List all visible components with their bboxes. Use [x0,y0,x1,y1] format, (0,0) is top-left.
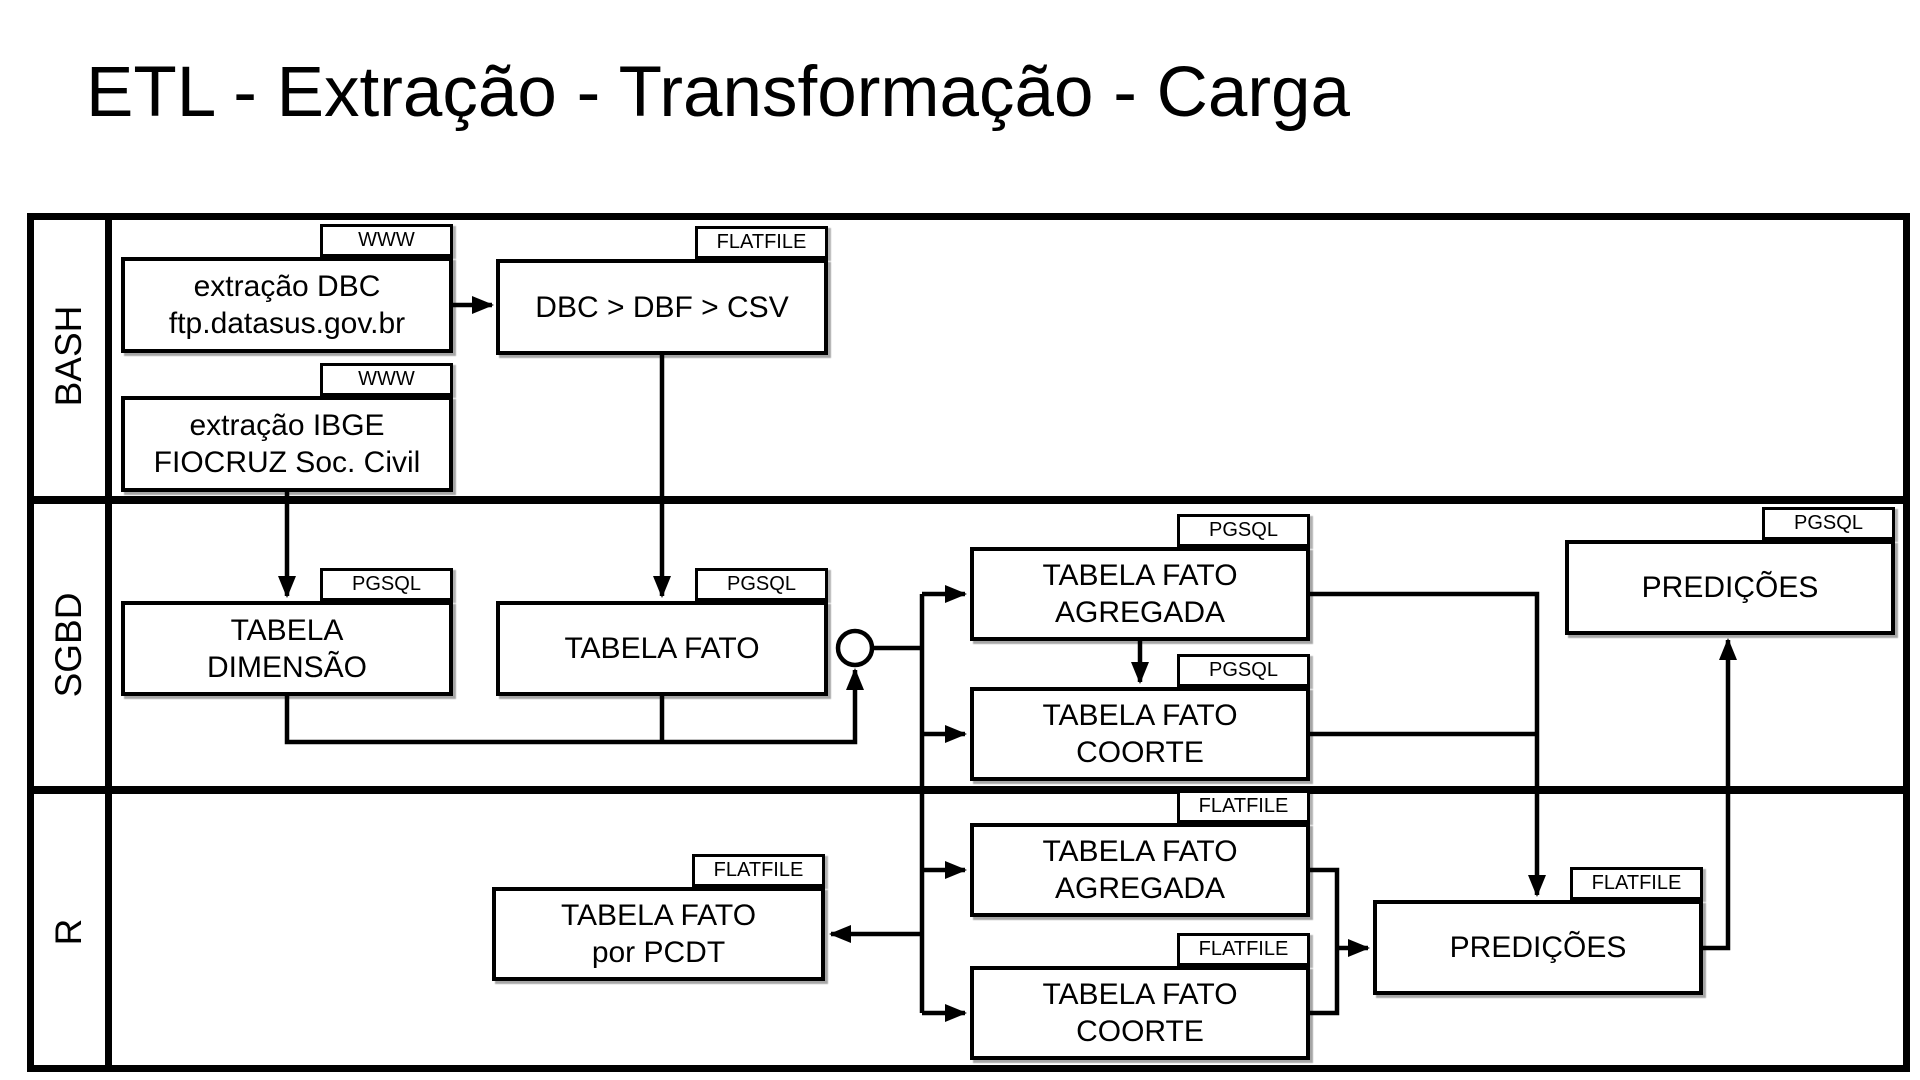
storage-tab-pgsql: PGSQL [695,568,828,601]
storage-tab-pgsql: PGSQL [1177,514,1310,547]
node-tabela-fato-coorte-sgbd: TABELA FATO COORTE [970,687,1310,781]
node-extracao-dbc: extração DBC ftp.datasus.gov.br [121,257,453,353]
storage-tab-flatfile: FLATFILE [1177,933,1310,966]
storage-tab-www: WWW [320,224,453,257]
node-text: TABELA FATO [564,632,760,665]
lane-boundary-bash-sgbd [27,496,1910,504]
node-text: extração IBGE [189,409,385,442]
node-tabela-fato: TABELA FATO [496,601,828,696]
node-text: COORTE [1076,736,1204,769]
node-extracao-ibge: extração IBGE FIOCRUZ Soc. Civil [121,396,453,492]
node-tabela-fato-agregada-r: TABELA FATO AGREGADA [970,823,1310,917]
node-tabela-fato-coorte-r: TABELA FATO COORTE [970,966,1310,1060]
node-text: AGREGADA [1054,596,1226,629]
line-r-tables-join [1310,867,1340,1016]
node-text: por PCDT [591,936,726,969]
arrow-sgbd-tables-to-predicoes-r [1310,591,1546,897]
node-tabela-dimensao: TABELA DIMENSÃO [121,601,453,696]
storage-tab-pgsql: PGSQL [1177,654,1310,687]
lane-boundary-sgbd-r [27,786,1910,794]
merge-connector-circle [835,628,875,668]
node-predicoes-r: PREDIÇÕES [1373,900,1703,995]
node-text: AGREGADA [1054,872,1226,905]
node-text: PREDIÇÕES [1641,571,1819,604]
node-text: ftp.datasus.gov.br [168,307,406,340]
node-text: TABELA [230,613,344,647]
node-tabela-fato-por-pcdt: TABELA FATO por PCDT [492,887,825,981]
node-dbc-dbf-csv: DBC > DBF > CSV [496,259,828,355]
node-text: DBC > DBF > CSV [535,290,789,324]
node-text: FIOCRUZ Soc. Civil [153,446,421,479]
storage-tab-www: WWW [320,363,453,396]
storage-tab-flatfile: FLATFILE [1177,790,1310,823]
diagram-frame [27,213,1910,1072]
node-text: PREDIÇÕES [1449,931,1627,964]
node-text: TABELA FATO [560,899,757,932]
node-predicoes-sgbd: PREDIÇÕES [1565,540,1895,635]
node-text: TABELA FATO [1042,978,1238,1011]
arrow-dimensao-fato-to-merge [284,668,864,745]
node-text: DIMENSÃO [206,650,368,684]
storage-tab-pgsql: PGSQL [320,568,453,601]
storage-tab-flatfile: FLATFILE [1570,867,1703,900]
node-tabela-fato-agregada-sgbd: TABELA FATO AGREGADA [970,547,1310,641]
arrow-predicoes-r-to-predicoes-sgbd [1703,638,1737,951]
node-text: extração DBC [193,270,381,303]
node-text: TABELA FATO [1042,559,1238,592]
node-text: TABELA FATO [1042,699,1238,732]
storage-tab-pgsql: PGSQL [1762,507,1895,540]
lane-label-divider [105,213,112,1072]
storage-tab-flatfile: FLATFILE [695,226,828,259]
storage-tab-flatfile: FLATFILE [692,854,825,887]
diagram-title: ETL - Extração - Transformação - Carga [86,53,1350,132]
node-text: TABELA FATO [1042,835,1238,868]
node-text: COORTE [1076,1015,1204,1048]
